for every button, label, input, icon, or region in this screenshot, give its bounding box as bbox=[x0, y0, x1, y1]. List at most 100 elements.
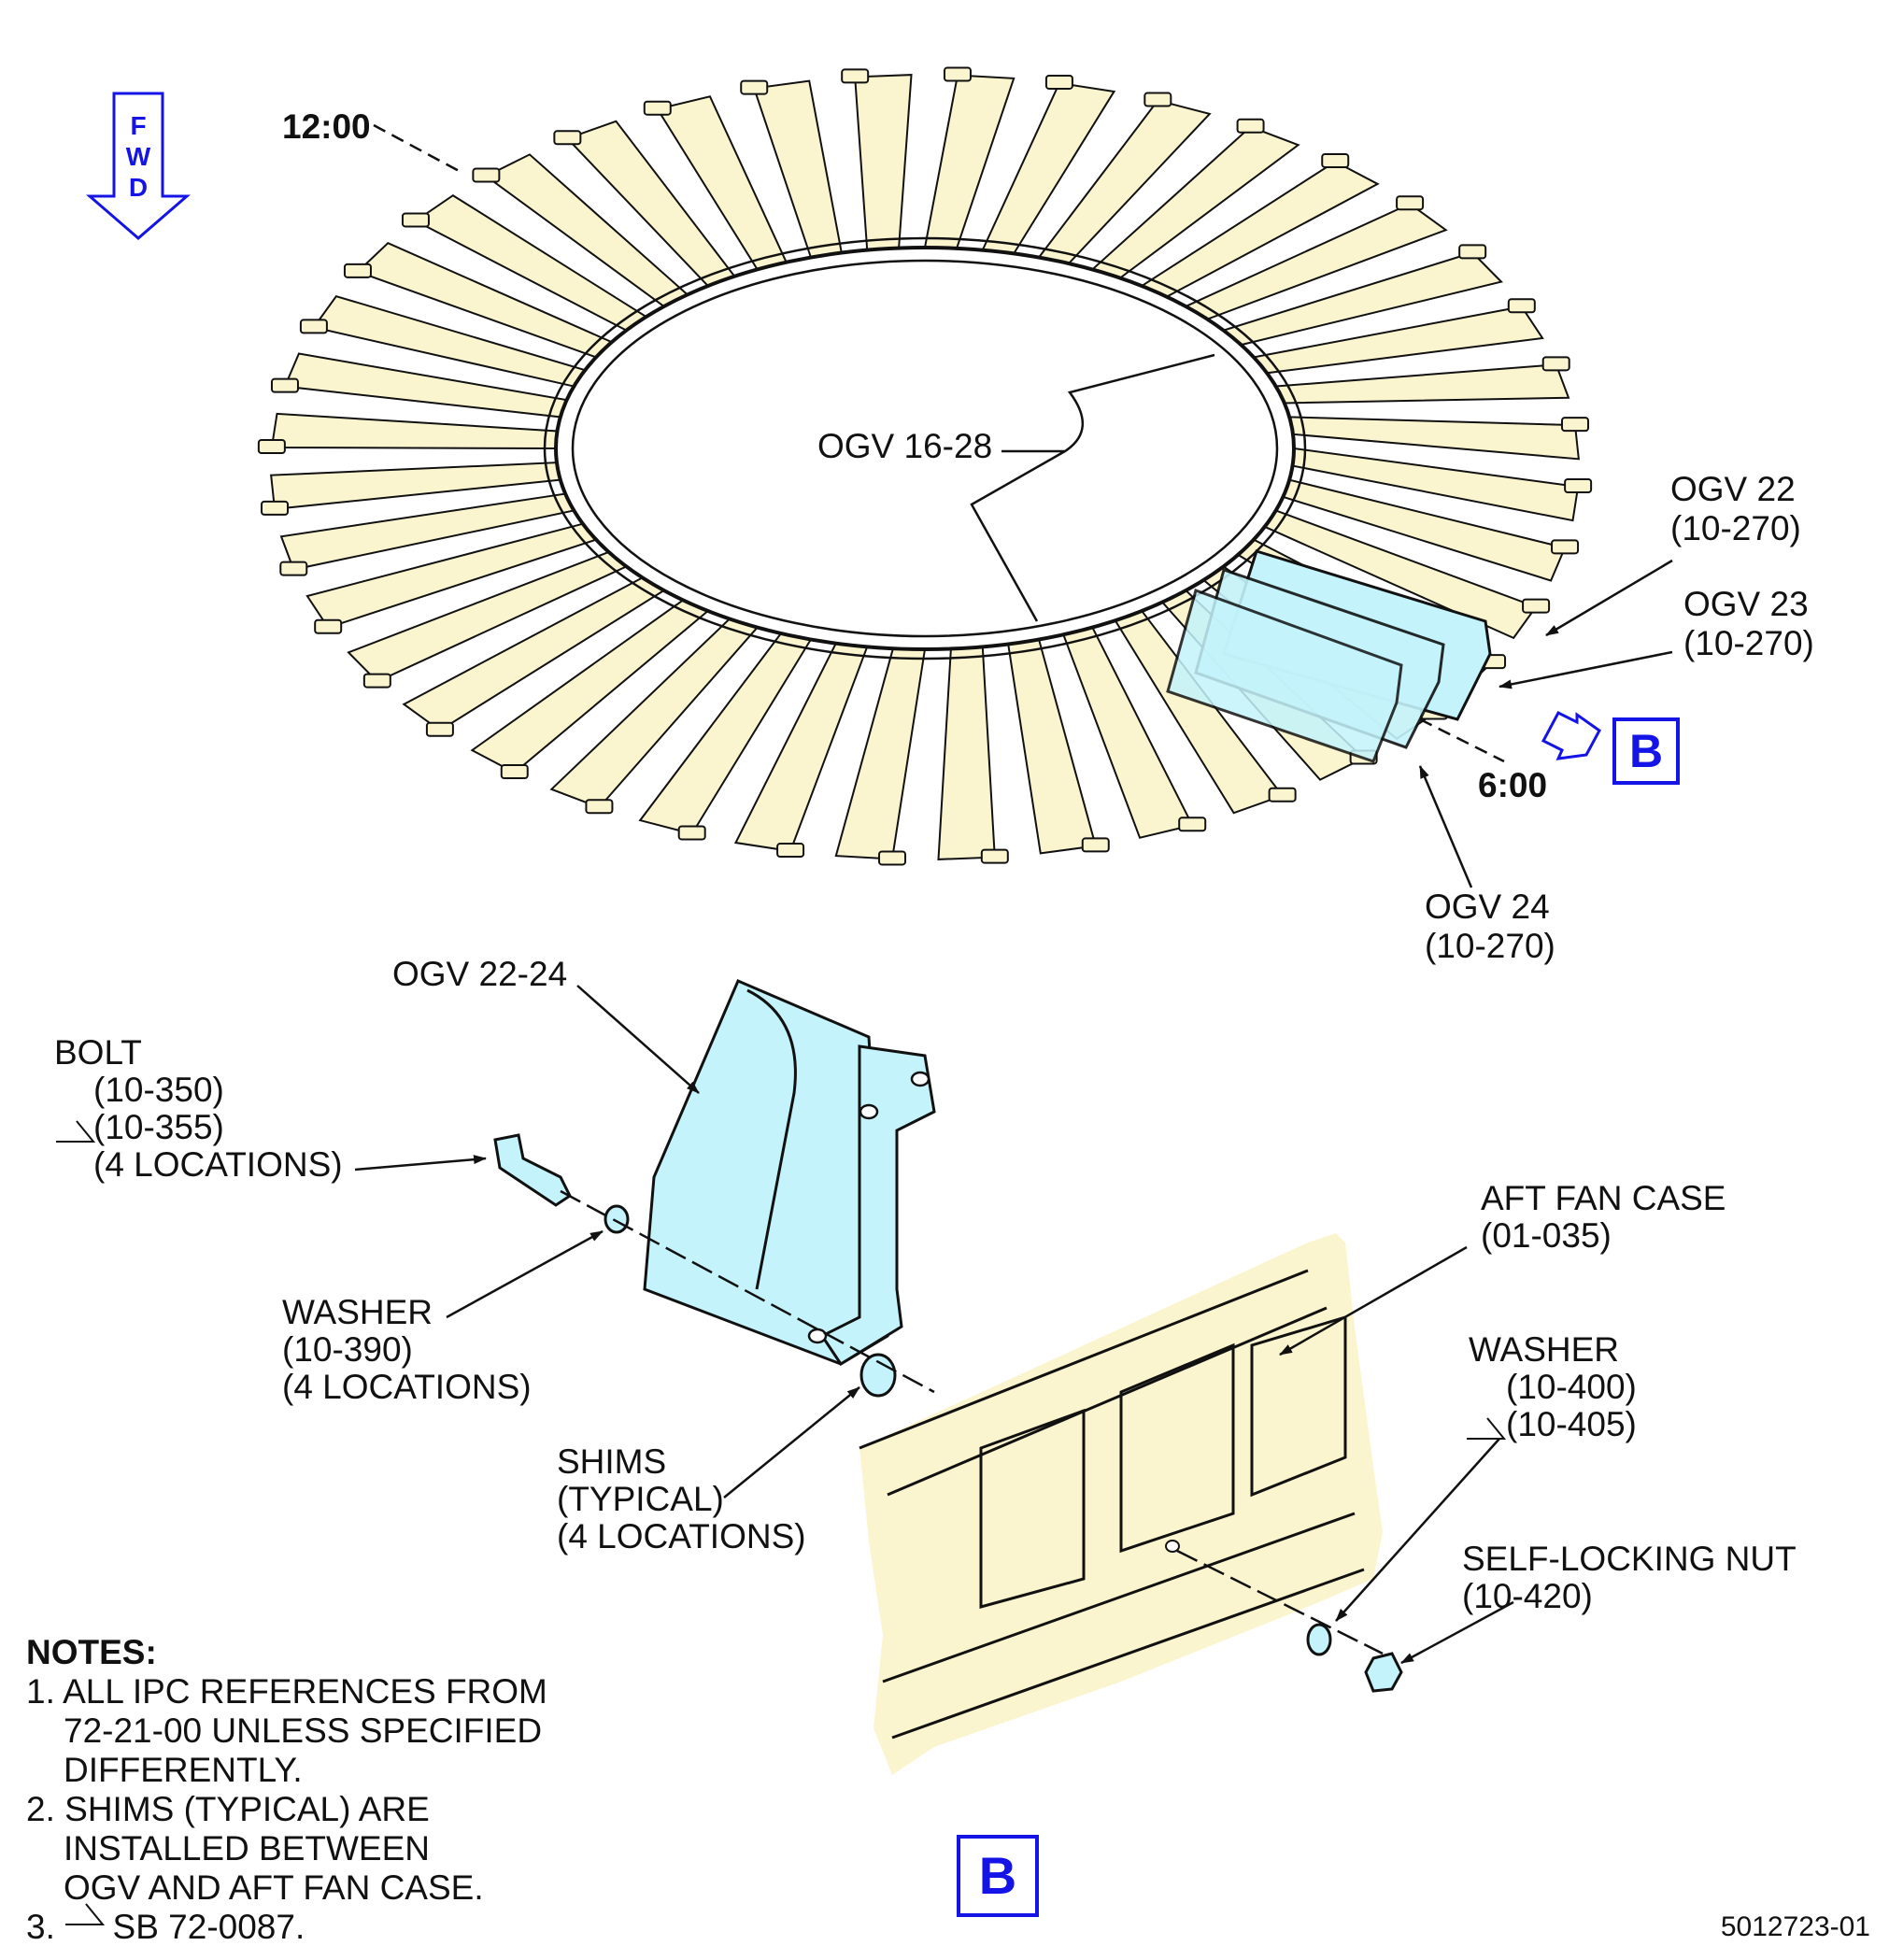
leader-6-00 bbox=[1419, 717, 1505, 763]
washer-2-icon bbox=[1306, 1623, 1332, 1656]
label-ogv-24-ref: (10-270) bbox=[1425, 927, 1555, 965]
clock-6-00: 6:00 bbox=[1478, 766, 1548, 804]
label-aft-fan-case-ref: (01-035) bbox=[1481, 1216, 1612, 1255]
label-shims: SHIMS bbox=[557, 1442, 667, 1481]
detail-ogv-vane bbox=[643, 979, 936, 1367]
ogv-vane-ring bbox=[257, 66, 1593, 866]
vane-mount-foot bbox=[553, 130, 582, 146]
change-triangle-icon bbox=[56, 1120, 96, 1143]
vane-mount-foot bbox=[776, 843, 805, 859]
leader-ogv-22 bbox=[1545, 559, 1673, 637]
label-ogv-16-28: OGV 16-28 bbox=[817, 427, 993, 465]
inner-ring bbox=[571, 259, 1279, 638]
view-b-title: B bbox=[957, 1835, 1039, 1917]
vane-blade bbox=[937, 646, 996, 860]
label-aft-fan-case: AFT FAN CASE bbox=[1481, 1179, 1726, 1217]
leader-12-00 bbox=[373, 123, 463, 175]
drawing-number: 5012723-01 bbox=[1720, 1911, 1870, 1942]
vane-mount-foot bbox=[1044, 74, 1073, 90]
label-nut: SELF-LOCKING NUT bbox=[1462, 1540, 1797, 1578]
vane-mount-foot bbox=[1551, 539, 1580, 555]
vane-mount-foot bbox=[1560, 417, 1589, 433]
aft-fan-case bbox=[859, 1233, 1383, 1775]
change-triangle-icon bbox=[1467, 1417, 1507, 1440]
fwd-letter: W bbox=[125, 142, 151, 171]
vane-mount-foot bbox=[314, 618, 343, 634]
vane-mount-foot bbox=[740, 79, 769, 95]
vane-mount-foot bbox=[343, 263, 372, 278]
leader-aft-fan-case bbox=[1279, 1245, 1468, 1356]
label-ogv-23-ref: (10-270) bbox=[1683, 624, 1814, 662]
vane-mount-foot bbox=[1321, 152, 1350, 168]
highlighted-ogv-22-24 bbox=[1166, 549, 1492, 763]
label-nut-ref: (10-420) bbox=[1462, 1577, 1593, 1615]
notes-block: NOTES: 1. ALL IPC REFERENCES FROM 72-21-… bbox=[26, 1633, 547, 1947]
vane-blade bbox=[1287, 416, 1580, 461]
label-ogv-22-ref: (10-270) bbox=[1670, 509, 1801, 547]
note-2-line-2: INSTALLED BETWEEN bbox=[64, 1829, 431, 1868]
leader-ogv-24 bbox=[1418, 765, 1473, 888]
fwd-letter: D bbox=[128, 173, 149, 202]
label-ogv-23: OGV 23 bbox=[1683, 585, 1809, 623]
vane-mount-foot bbox=[585, 799, 614, 815]
vane-mount-foot bbox=[425, 721, 454, 737]
label-ogv-22-24: OGV 22-24 bbox=[392, 955, 568, 993]
vane-mount-foot bbox=[1522, 598, 1551, 614]
note-3: 3. SB 72-0087. bbox=[26, 1908, 305, 1946]
vane-mount-foot bbox=[472, 167, 501, 183]
leader-washer-2 bbox=[1335, 1438, 1500, 1622]
vane-mount-foot bbox=[279, 561, 308, 576]
note-1-line-3: DIFFERENTLY. bbox=[64, 1751, 303, 1789]
leader-ogv-16-28 bbox=[970, 353, 1215, 622]
shim-icon bbox=[859, 1353, 897, 1398]
vane-mount-foot bbox=[677, 825, 706, 841]
vane-mount-foot bbox=[1178, 817, 1207, 832]
view-b-callout: B bbox=[1612, 717, 1680, 785]
label-washer-2: WASHER bbox=[1469, 1330, 1620, 1369]
fwd-arrow-icon bbox=[85, 92, 192, 240]
leader-shims bbox=[723, 1386, 860, 1498]
vane-blade bbox=[1274, 363, 1570, 405]
vane-mount-foot bbox=[401, 212, 430, 228]
vane-mount-foot bbox=[299, 319, 328, 334]
leader-nut bbox=[1400, 1600, 1514, 1665]
nut-centerline bbox=[1176, 1549, 1384, 1655]
vane-mount-foot bbox=[878, 850, 907, 866]
note-2-line-3: OGV AND AFT FAN CASE. bbox=[64, 1868, 484, 1907]
leader-bolt bbox=[354, 1155, 487, 1172]
leader-washer-1 bbox=[446, 1229, 604, 1319]
leader-ogv-23 bbox=[1498, 650, 1673, 689]
label-shims-type: (TYPICAL) bbox=[557, 1480, 724, 1518]
vane-mount-foot bbox=[1396, 195, 1425, 211]
label-washer-1: WASHER bbox=[282, 1293, 433, 1331]
change-triangle-icon bbox=[65, 1903, 106, 1925]
washer-icon bbox=[604, 1204, 630, 1234]
vane-mount-foot bbox=[500, 764, 529, 780]
label-bolt: BOLT bbox=[54, 1033, 142, 1072]
vane-mount-foot bbox=[1541, 356, 1570, 372]
vane-mount-foot bbox=[643, 100, 672, 116]
label-washer-1-loc: (4 LOCATIONS) bbox=[282, 1368, 532, 1406]
inner-ring bbox=[543, 236, 1307, 660]
vane-mount-foot bbox=[257, 439, 286, 455]
label-washer-2-ref2: (10-405) bbox=[1506, 1405, 1637, 1443]
label-ogv-22: OGV 22 bbox=[1670, 470, 1796, 508]
vane-mount-foot bbox=[362, 673, 391, 689]
label-shims-loc: (4 LOCATIONS) bbox=[557, 1517, 806, 1555]
clock-12-00: 12:00 bbox=[282, 107, 371, 146]
note-1-line-2: 72-21-00 UNLESS SPECIFIED bbox=[64, 1711, 543, 1750]
label-washer-2-ref1: (10-400) bbox=[1506, 1368, 1637, 1406]
fwd-letter: F bbox=[130, 111, 147, 140]
notes-heading: NOTES: bbox=[26, 1633, 157, 1671]
vane-blade bbox=[270, 412, 559, 450]
bolt-centerline bbox=[560, 1189, 935, 1394]
bolt-icon bbox=[493, 1133, 572, 1207]
vane-mount-foot bbox=[261, 500, 290, 516]
label-bolt-ref2: (10-355) bbox=[93, 1108, 224, 1146]
vane-mount-foot bbox=[943, 66, 972, 82]
vane-mount-foot bbox=[1143, 92, 1172, 107]
vane-mount-foot bbox=[1458, 244, 1487, 260]
inner-ring bbox=[554, 246, 1296, 651]
label-bolt-loc: (4 LOCATIONS) bbox=[93, 1145, 343, 1184]
